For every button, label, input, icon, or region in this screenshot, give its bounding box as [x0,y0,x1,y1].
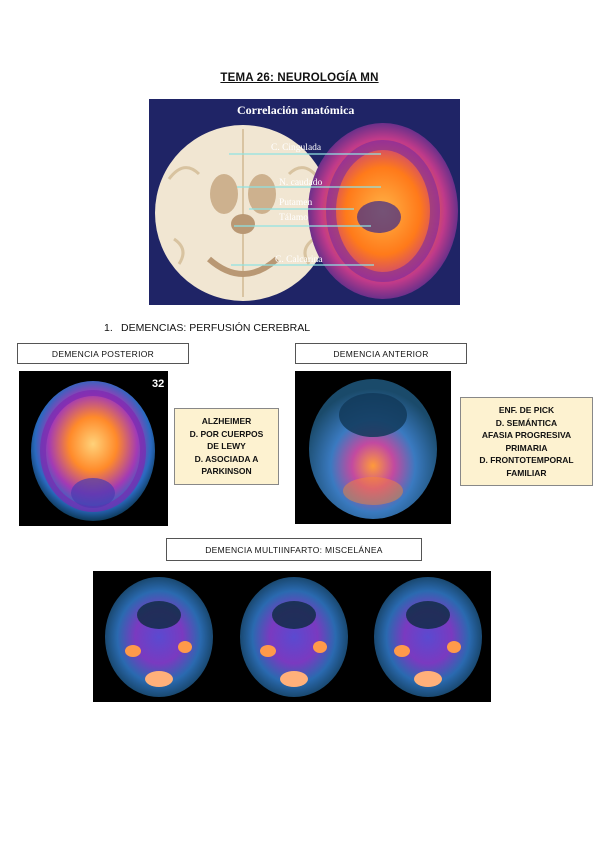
posterior-spect-image: 32 [19,371,168,526]
multiinfarct-label: DEMENCIA MULTIINFARTO: MISCELÁNEA [166,538,422,561]
posterior-note-3: DE LEWY [207,441,246,452]
anatomy-figure-graphic: Correlación anatómica C. Cingulada N. ca… [155,103,458,301]
anterior-note-1: ENF. DE PICK [498,405,555,415]
anatomy-figure: Correlación anatómica C. Cingulada N. ca… [149,99,460,305]
anterior-label: DEMENCIA ANTERIOR [295,343,467,364]
label-arrows [229,153,381,266]
section-heading: 1. DEMENCIAS: PERFUSIÓN CEREBRAL [104,322,310,334]
posterior-label: DEMENCIA POSTERIOR [17,343,189,364]
posterior-note-4: D. ASOCIADA A [194,453,259,464]
posterior-note-1: ALZHEIMER [201,416,252,427]
anatomy-heading: Correlación anatómica [237,103,354,117]
anterior-spect-image [295,371,451,524]
anterior-note-3: AFASIA PROGRESIVA [481,430,572,440]
posterior-notes: ALZHEIMER D. POR CUERPOS DE LEWY D. ASOC… [174,408,279,485]
anterior-notes: ENF. DE PICK D. SEMÁNTICA AFASIA PROGRES… [460,397,593,486]
posterior-note-2: D. POR CUERPOS [189,428,264,439]
anterior-note-2: D. SEMÁNTICA [495,417,558,428]
multiinfarct-spect-graphic [105,577,482,697]
posterior-spect-graphic: 32 [31,378,164,521]
anterior-note-4: PRIMARIA [505,442,548,453]
anatomy-label-calcarine: C. Calcarina [275,255,323,265]
multiinfarct-slice-3 [374,577,482,697]
anterior-note-6: FAMILIAR [506,467,547,478]
posterior-note-5: PARKINSON [201,466,252,477]
section-title: DEMENCIAS: PERFUSIÓN CEREBRAL [121,322,311,334]
anterior-spect-graphic [309,379,437,519]
anatomy-label-putamen: Putamen [279,198,312,208]
anatomy-label-cingulate: C. Cingulada [271,143,322,153]
anterior-note-5: D. FRONTOTEMPORAL [479,455,574,465]
spect-slice-drawing [308,123,458,299]
anatomy-label-caudate: N. caudado [279,178,323,188]
section-number: 1. [104,322,113,334]
page-title: TEMA 26: NEUROLOGÍA MN [220,72,379,84]
anatomy-label-thalamus: Tálamo [279,213,308,223]
multiinfarct-spect-strip [93,571,491,702]
multiinfarct-slice-2 [240,577,348,697]
slice-number: 32 [152,378,164,390]
brain-section-drawing [155,125,331,301]
multiinfarct-slice-1 [105,577,213,697]
